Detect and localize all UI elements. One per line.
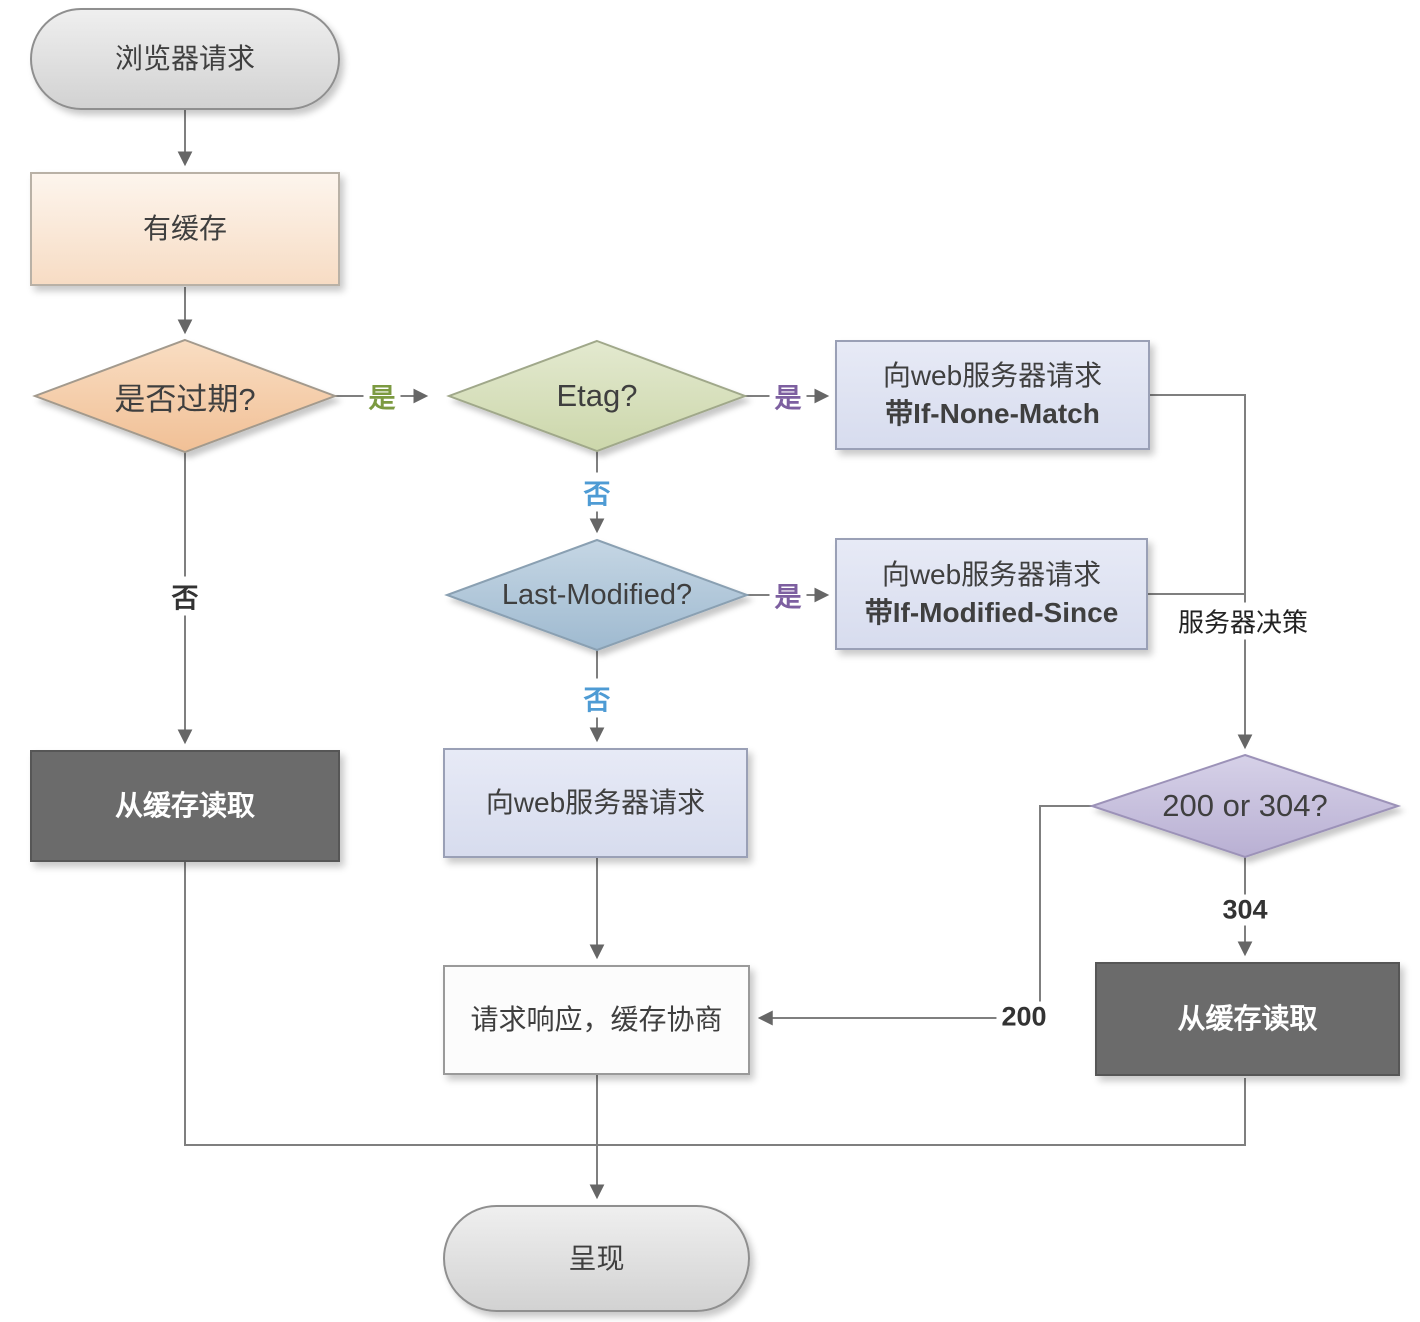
diamond-group (32, 338, 1402, 859)
read-cache-left-label: 从缓存读取 (114, 790, 255, 822)
server-decision-label: 服务器决策 (1172, 602, 1314, 640)
edge-readcacheright-to-render (598, 1078, 1246, 1146)
expired-yes-label: 是 (363, 376, 401, 416)
status-304-label: 304 (1217, 894, 1273, 926)
status-diamond-shape (1088, 753, 1402, 859)
etag-diamond-shape (446, 339, 748, 453)
status-200-label: 200 (996, 1001, 1052, 1033)
if-none-match-node: 向web服务器请求 带If-None-Match (835, 340, 1150, 450)
has-cache-node: 有缓存 (30, 172, 340, 286)
edge-status-200 (757, 805, 1092, 1026)
has-cache-label: 有缓存 (142, 213, 227, 245)
expired-diamond-shape (32, 338, 338, 454)
if-modified-since-line1: 向web服务器请求 (881, 559, 1102, 591)
render-node: 呈现 (443, 1205, 750, 1312)
lastmod-no-label: 否 (578, 678, 616, 718)
expired-no-label: 否 (166, 576, 204, 616)
start-label: 浏览器请求 (114, 43, 255, 75)
connector-group (177, 110, 1253, 1200)
web-request-node: 向web服务器请求 (443, 748, 748, 858)
read-cache-left-node: 从缓存读取 (30, 750, 340, 862)
if-none-match-line1: 向web服务器请求 (882, 360, 1103, 392)
render-label: 呈现 (568, 1242, 625, 1274)
response-label: 请求响应，缓存协商 (470, 1004, 723, 1036)
lastmodified-diamond-shape (444, 538, 750, 652)
start-node: 浏览器请求 (30, 8, 340, 110)
edge-readcacheleft-to-render (184, 862, 596, 1146)
edge-ifnonematch-to-status (1150, 394, 1253, 750)
etag-yes-label: 是 (769, 376, 807, 416)
if-modified-since-node: 向web服务器请求 带If-Modified-Since (835, 538, 1148, 650)
lastmod-yes-label: 是 (769, 575, 807, 615)
read-cache-right-node: 从缓存读取 (1095, 962, 1400, 1076)
read-cache-right-label: 从缓存读取 (1177, 1003, 1318, 1035)
if-modified-since-line2: 带If-Modified-Since (864, 597, 1119, 628)
etag-no-label: 否 (578, 472, 616, 512)
response-node: 请求响应，缓存协商 (443, 965, 750, 1075)
if-none-match-line2: 带If-None-Match (885, 398, 1100, 429)
web-request-label: 向web服务器请求 (485, 787, 706, 819)
